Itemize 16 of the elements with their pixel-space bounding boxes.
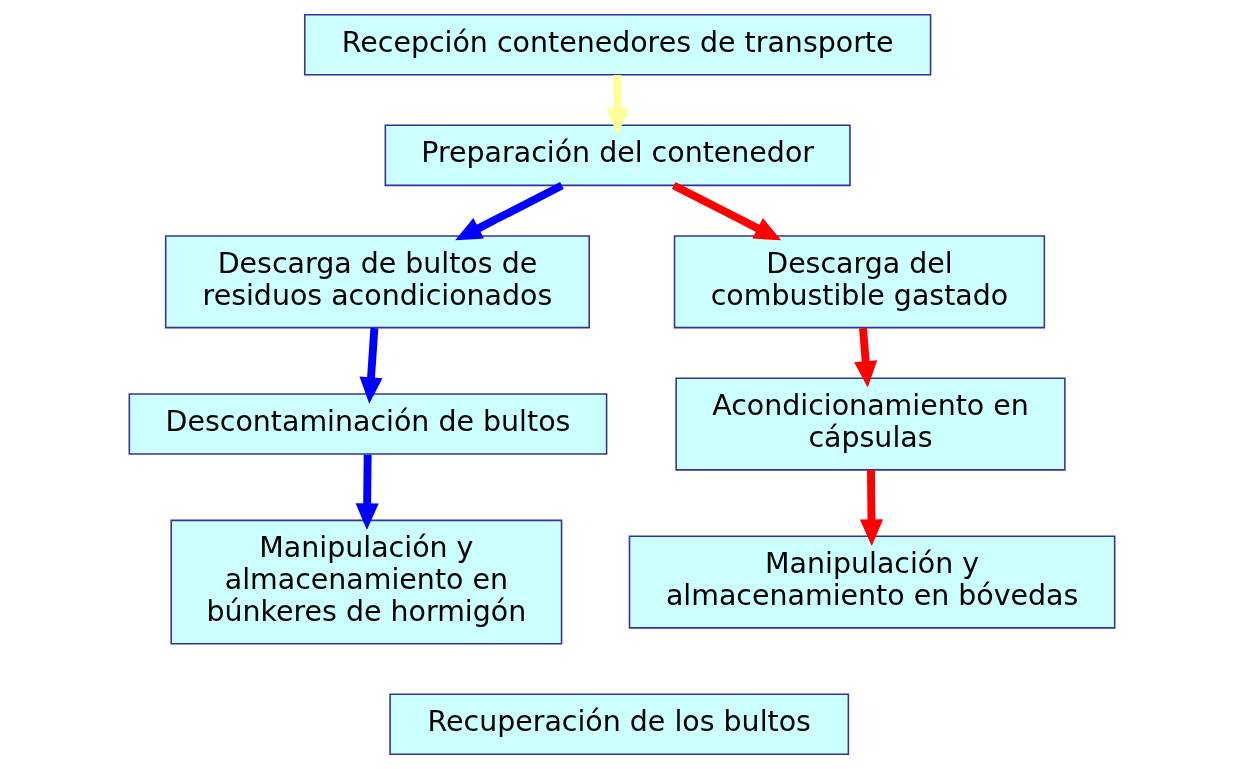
arrow xyxy=(359,327,383,404)
arrow xyxy=(854,327,878,388)
node-box: Descarga del combustible gastado xyxy=(673,235,1046,329)
arrow xyxy=(455,182,564,241)
arrow xyxy=(606,75,630,135)
arrow xyxy=(671,182,782,241)
node-box: Preparación del contenedor xyxy=(384,124,851,187)
arrow xyxy=(859,469,884,546)
arrow xyxy=(355,454,379,530)
node-box: Manipulación y almacenamiento en búnkeres de hormigón xyxy=(170,519,563,645)
node-box: Acondicionamiento en cápsulas xyxy=(675,377,1066,471)
node-box: Recepción contenedores de transporte xyxy=(303,13,932,76)
node-box: Recuperación de los bultos xyxy=(389,693,850,756)
node-box: Manipulación y almacenamiento en bóvedas xyxy=(628,535,1116,629)
node-box: Descontaminación de bultos xyxy=(128,393,608,455)
node-box: Descarga de bultos de residuos acondicionados xyxy=(164,235,590,329)
